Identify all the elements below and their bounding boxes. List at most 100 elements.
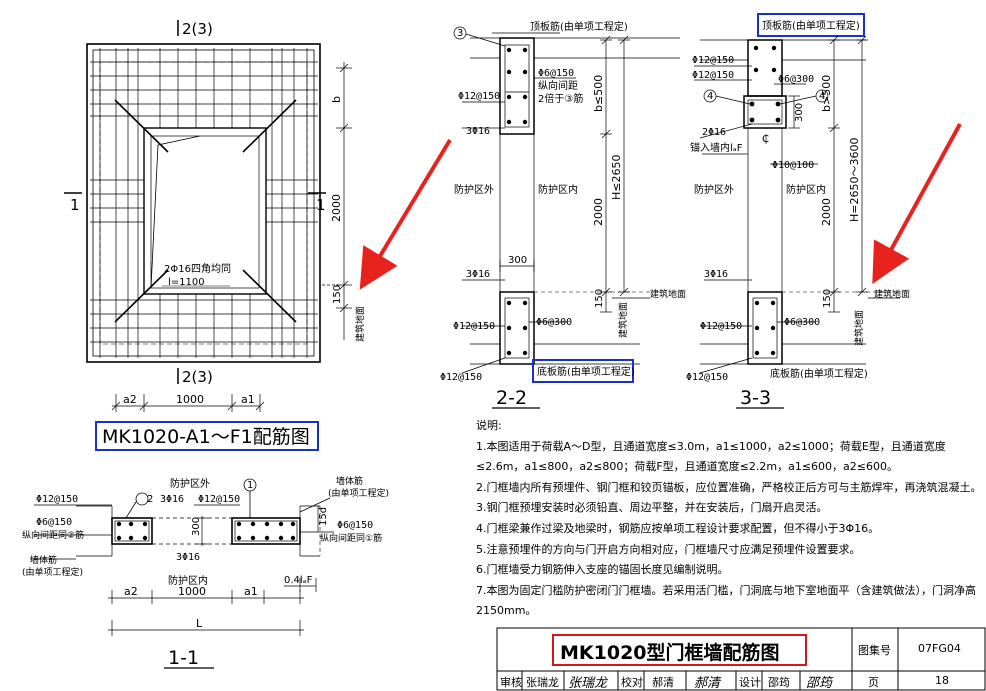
bar-12-150-bottom-2-2: Φ12@150 (453, 321, 495, 332)
dim-150-3-3: 150 (822, 289, 833, 308)
atlas-label: 图集号 (858, 644, 891, 657)
wall-bar-right-2: (由单项工程定) (328, 487, 389, 499)
bar-6-150-right: Φ6@150 (337, 520, 373, 531)
note-line: 4.门框梁兼作过梁及地梁时，钢筋应按单项工程设计要求配置，但不得小于3Φ16。 (476, 521, 880, 535)
floor-label-3-3: 建筑地面 (874, 288, 910, 300)
note-line: 1.本图适用于荷载A～D型，且通道宽度≤3.0m，a1≤1000，a2≤1000… (476, 439, 946, 453)
inside-3-3: 防护区内 (786, 183, 826, 196)
section-1-1-dims (108, 506, 319, 636)
dim-2000-2-2: 2000 (592, 198, 605, 226)
dim-H-range: H=2650～3600 (848, 138, 861, 222)
dim-H-le-2650: H≤2650 (610, 155, 623, 200)
bar-12-150-mid: Φ12@150 (198, 494, 240, 505)
longitudinal-spacing-2-2-2: 2倍于③筋 (538, 92, 583, 105)
page-number: 18 (935, 674, 949, 687)
bar-3-16-top-2-2: 3Φ16 (466, 126, 490, 137)
note-line: 3.钢门框预埋安装时必须铅直、周边平整，并在安装后，门扇开启灵活。 (476, 501, 828, 515)
section-3-3-bars (749, 45, 781, 356)
note-line: 7.本图为固定门槛防护密闭门门框墙。若采用活门槛，门洞底与地下室地面平（含建筑做… (476, 583, 976, 597)
section-1-1-bars (116, 521, 296, 541)
section-3-3-drawing (700, 39, 900, 365)
bar-3-16-3-3: 3Φ16 (704, 269, 728, 280)
bar-12-150-2-2: Φ12@150 (458, 91, 500, 102)
main-dim-1000: 1000 (176, 393, 204, 406)
bar-6-300-2-2: Φ6@300 (536, 317, 572, 328)
section-mark-left: 1 (70, 196, 80, 214)
main-floor-label: 建筑地面 (354, 306, 366, 342)
bar-6-300-top-3-3: Φ6@300 (778, 74, 814, 85)
bar-3-16-bottom-1-1: 3Φ16 (176, 552, 200, 563)
dim-b-gt-500: b>500 (820, 75, 833, 112)
dim-a2-1-1: a2 (124, 585, 138, 598)
floor-label-v-3-3: 建筑地面 (853, 310, 865, 346)
section-2-2-leaders (453, 26, 576, 374)
wall-bar-left-1: 墙体筋 (30, 554, 57, 566)
dim-300-1-1: 300 (191, 517, 202, 536)
note-line: 2150mm。 (476, 604, 537, 618)
main-elevation-view (86, 43, 321, 363)
dim-300-2-2: 300 (508, 255, 527, 266)
drawing-title: MK1020型门框墙配筋图 (560, 642, 780, 664)
designer-name: 邵筠 (768, 676, 790, 689)
section-3-3-leaders (694, 65, 829, 374)
main-dim-b: b (330, 96, 343, 103)
caption-1-1: 1-1 (168, 647, 199, 669)
top-slab-highlight-box (757, 13, 865, 37)
main-section-marks (64, 20, 326, 384)
bar-12-150-left: Φ12@150 (36, 494, 78, 505)
bar-3-16-top-1-1: 3Φ16 (160, 494, 184, 505)
dim-15d: 15d (318, 507, 329, 526)
section-mark-top: 2(3) (182, 20, 213, 38)
bar-12-150-base-2-2: Φ12@150 (440, 372, 482, 383)
dim-C: C (762, 134, 769, 145)
top-slab-bar-2-2: 顶板筋(由单项工程定) (530, 20, 628, 33)
bar-12-150-a-3-3: Φ12@150 (692, 55, 734, 66)
dim-04laf: 0.4lₐF (284, 575, 313, 586)
atlas-number: 07FG04 (918, 642, 961, 655)
red-arrow-right (872, 123, 962, 285)
caption-3-3: 3-3 (740, 387, 771, 409)
section-1-1-drawing (76, 505, 321, 557)
dim-L: L (196, 617, 203, 630)
bottom-slab-bar-3-3: 底板筋(由单项工程定) (770, 367, 868, 380)
main-vertical-dimensions (322, 62, 352, 340)
bar-2-16: 2Φ16 (702, 127, 726, 138)
page-label: 页 (868, 676, 879, 689)
reviewer-name: 张瑞龙 (526, 676, 559, 689)
notes-heading: 说明: (476, 419, 502, 432)
bar-note-line1: 2Φ16四角均同 (164, 263, 231, 275)
marker-3-label: 3 (457, 28, 463, 39)
section-mark-right: 1 (316, 196, 326, 214)
note-line: 5.注意预埋件的方向与门开启方向相对应，门框墙尺寸应满足预埋件设置要求。 (476, 542, 861, 556)
longitudinal-spacing-left: 纵向间距同②筋 (22, 529, 84, 541)
protect-outside-1-1: 防护区外 (170, 477, 210, 490)
caption-2-2: 2-2 (496, 387, 527, 409)
bottom-slab-bar-2-2: 底板筋(由单项工程定) (537, 365, 635, 378)
dim-1000-1-1: 1000 (178, 585, 206, 598)
marker-4-left: 4 (707, 91, 713, 102)
marker-4-right: 4 (819, 91, 825, 102)
bar-note-line2: l=1100 (168, 277, 205, 288)
bar-10-100: Φ10@100 (772, 160, 814, 171)
title-highlight-box (552, 634, 807, 666)
title-block-frame (496, 627, 986, 691)
wall-bar-left-2: (由单项工程定) (22, 566, 83, 578)
checker-name: 郝清 (652, 676, 674, 689)
bar-3-16-bottom-2-2: 3Φ16 (466, 269, 490, 280)
caption-highlight-box (95, 421, 319, 451)
anchor-note: 锚入墙内lₐF (690, 141, 743, 154)
reviewer-signature: 张瑞龙 (568, 676, 608, 691)
bar-12-150-bottom-3-3: Φ12@150 (700, 321, 742, 332)
main-caption: MK1020-A1～F1配筋图 (102, 426, 310, 448)
note-line: ≤2.6m，a1≤800，a2≤800；荷载F型，且通道宽度≤2.2m，a1≤6… (476, 460, 898, 474)
longitudinal-spacing-right: 纵向间距同①筋 (320, 532, 382, 544)
note-line: 6.门框墙受力钢筋伸入支座的锚固长度见编制说明。 (476, 563, 729, 577)
dim-2000-3-3: 2000 (820, 198, 833, 226)
bar-6-150-2-2: Φ6@150 (538, 68, 574, 79)
bar-12-150-b-3-3: Φ12@150 (692, 70, 734, 81)
longitudinal-spacing-2-2-1: 纵向间距 (538, 79, 578, 92)
bar-6-300-bottom-3-3: Φ6@300 (784, 317, 820, 328)
main-dim-a2: a2 (123, 393, 137, 406)
